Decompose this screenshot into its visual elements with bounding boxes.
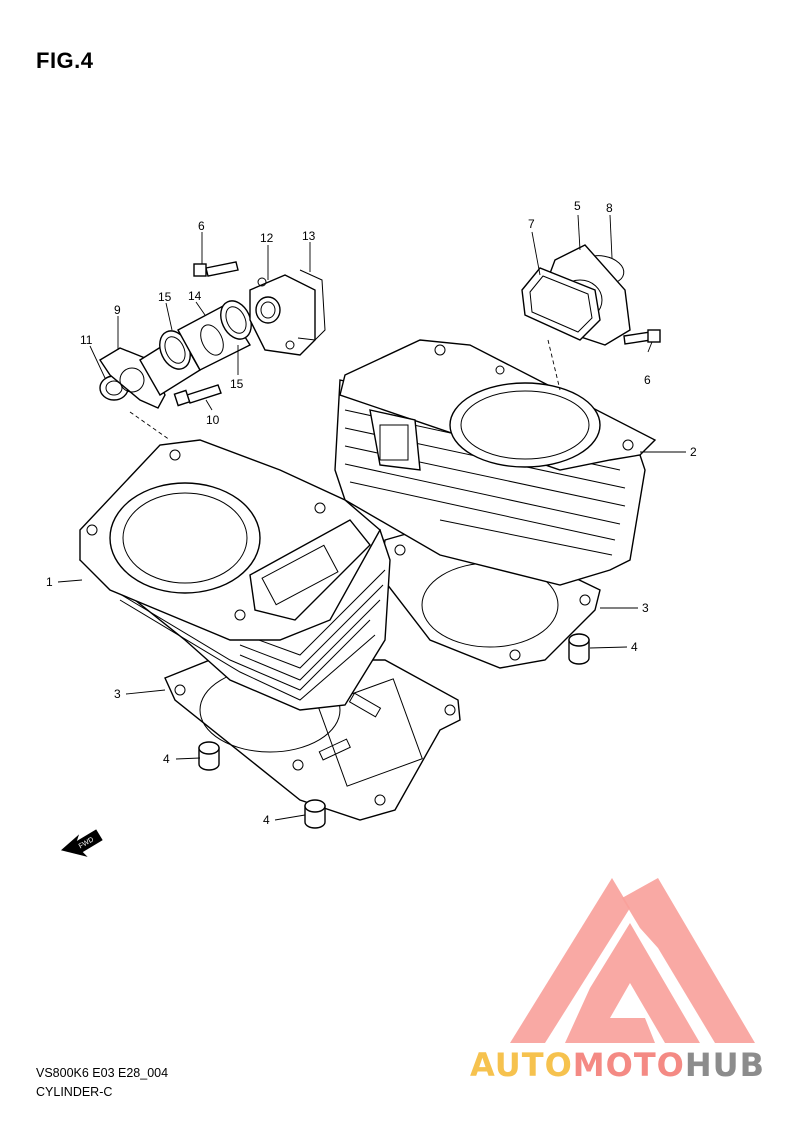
rear-cylinder bbox=[334, 339, 657, 586]
leader-lines bbox=[57, 214, 686, 821]
assembly-line-right bbox=[547, 339, 561, 391]
callout-14: 14 bbox=[188, 289, 202, 303]
brand-auto: AUTO bbox=[470, 1046, 573, 1084]
callout-15-upper: 15 bbox=[158, 290, 172, 304]
dowel-pin-left-lower bbox=[304, 799, 326, 829]
callout-4-left-upper: 4 bbox=[163, 752, 170, 766]
callout-6-left: 6 bbox=[198, 219, 205, 233]
brand-hub: HUB bbox=[684, 1046, 766, 1084]
assembly-line-left bbox=[129, 411, 171, 441]
intake-bolt-10 bbox=[173, 384, 222, 407]
caption-section-name: CYLINDER-C bbox=[36, 1085, 113, 1099]
triangle-logo-icon bbox=[510, 878, 755, 1043]
intake-pipe-12 bbox=[249, 274, 316, 356]
callout-2: 2 bbox=[690, 445, 697, 459]
figure-title: FIG.4 bbox=[36, 48, 94, 73]
callout-1: 1 bbox=[46, 575, 53, 589]
intake-bolt-6-right bbox=[623, 329, 661, 345]
callout-9: 9 bbox=[114, 303, 121, 317]
callout-11: 11 bbox=[80, 333, 93, 347]
callout-6-right: 6 bbox=[644, 373, 651, 387]
callout-15-lower: 15 bbox=[230, 377, 244, 391]
front-cylinder-base-gasket bbox=[164, 659, 461, 821]
callout-7: 7 bbox=[528, 217, 535, 231]
callout-3-front: 3 bbox=[114, 687, 121, 701]
callout-13: 13 bbox=[302, 229, 316, 243]
callout-4-left-lower: 4 bbox=[263, 813, 270, 827]
callout-3-rear: 3 bbox=[642, 601, 649, 615]
fwd-arrow-icon: FWD bbox=[60, 829, 103, 857]
callout-12: 12 bbox=[260, 231, 274, 245]
callout-4-right: 4 bbox=[631, 640, 638, 654]
callout-10: 10 bbox=[206, 413, 220, 427]
dowel-pin-right bbox=[568, 633, 590, 665]
figure-caption: VS800K6 E03 E28_004 CYLINDER-C bbox=[36, 1064, 168, 1102]
callout-8: 8 bbox=[606, 201, 613, 215]
brand-moto: MOTO bbox=[572, 1046, 685, 1084]
gasket-7 bbox=[521, 267, 601, 341]
intake-bolt-6-left bbox=[193, 261, 239, 277]
clamp-15-upper bbox=[220, 300, 252, 340]
dowel-pin-left-upper bbox=[198, 741, 220, 771]
o-ring-13 bbox=[297, 269, 326, 341]
callout-5: 5 bbox=[574, 199, 581, 213]
brand-wordmark: AUTOMOTOHUB bbox=[470, 1046, 765, 1084]
front-cylinder bbox=[79, 439, 391, 711]
caption-model-code: VS800K6 E03 E28_004 bbox=[36, 1066, 169, 1080]
